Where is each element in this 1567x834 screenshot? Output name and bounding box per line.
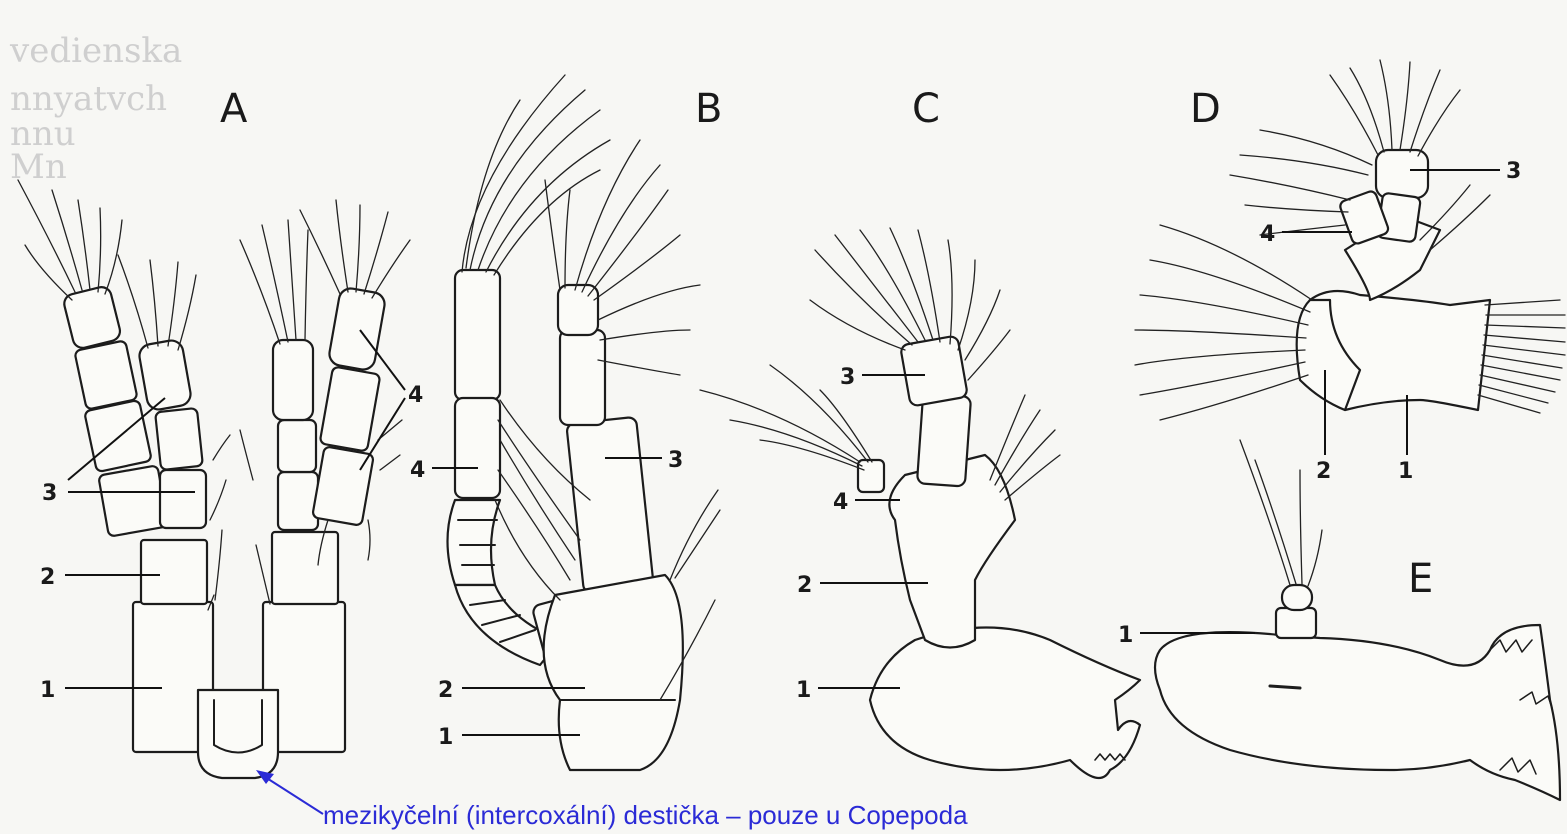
bleed-line-1: vedienska [9, 31, 182, 71]
panel-b-label-4: 4 [410, 458, 425, 483]
panel-e: E 1 [1118, 440, 1560, 800]
panel-d-label-2: 2 [1316, 459, 1331, 484]
panel-a-left-exopod [62, 285, 168, 537]
panel-b-label-1: 1 [438, 725, 453, 750]
panel-b: B [410, 75, 722, 770]
panel-a: A [18, 86, 423, 778]
panel-e-label-1: 1 [1118, 623, 1133, 648]
panel-a-label-3: 3 [42, 481, 57, 506]
panel-c-label-2: 2 [797, 573, 812, 598]
panel-c-letter: C [912, 86, 940, 132]
panel-b-label-3: 3 [668, 448, 683, 473]
panel-a-right-basis [272, 532, 338, 604]
panel-c: C 3 4 2 1 [700, 86, 1140, 778]
panel-e-letter: E [1408, 556, 1433, 602]
panel-a-letter: A [220, 86, 248, 132]
caption-text: mezikyčelní (intercoxální) destička – po… [323, 800, 968, 830]
panel-c-endopod-tip [900, 335, 968, 406]
panel-c-exopod [858, 460, 884, 492]
panel-a-intercoxal-plate [198, 690, 278, 778]
panel-c-label-3: 3 [840, 365, 855, 390]
panel-d: D 3 [1135, 60, 1565, 484]
panel-c-label-1: 1 [796, 678, 811, 703]
panel-a-right-exopod [312, 287, 386, 526]
bleed-line-2: nnyatvch [10, 79, 167, 119]
panel-d-label-4: 4 [1260, 222, 1275, 247]
panel-b-protopod [544, 575, 683, 770]
panel-b-label-2: 2 [438, 678, 453, 703]
panel-e-setae [1240, 440, 1322, 586]
panel-d-letter: D [1190, 86, 1221, 132]
panel-d-label-3: 3 [1506, 159, 1521, 184]
panel-a-right-endopod [273, 340, 318, 530]
background-bleed-text: vedienska nnyatvch nnu Mn [9, 31, 182, 187]
panel-e-palp-tip [1282, 585, 1312, 610]
panel-c-endopod-base [917, 393, 971, 486]
panel-e-mandible [1155, 625, 1560, 800]
caption-arrow [256, 770, 323, 814]
panel-a-left-basis [141, 540, 207, 604]
panel-a-label-4: 4 [408, 383, 423, 408]
panel-e-palp-base [1276, 608, 1316, 638]
panel-d-label-1: 1 [1398, 459, 1413, 484]
panel-a-label-1: 1 [40, 678, 55, 703]
panel-d-endopod-tip [1376, 150, 1428, 198]
panel-a-label-2: 2 [40, 565, 55, 590]
panel-c-label-4: 4 [833, 490, 848, 515]
panel-b-letter: B [695, 86, 722, 132]
